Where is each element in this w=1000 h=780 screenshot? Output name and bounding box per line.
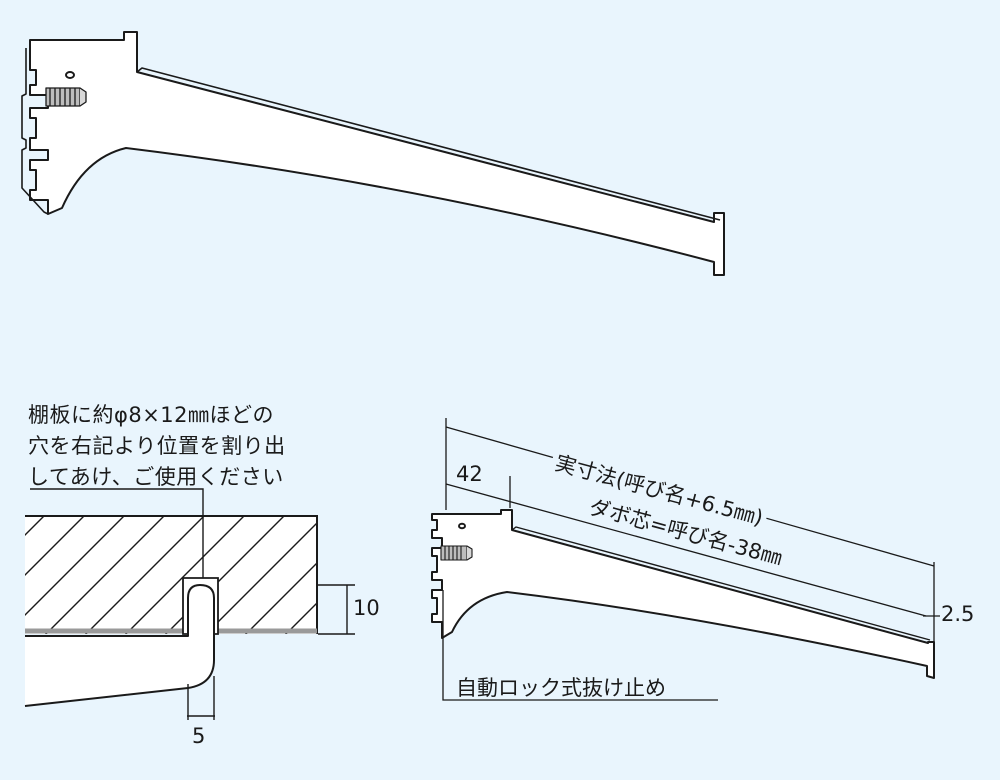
shelf-section: [25, 515, 318, 635]
bracket-large: [21, 31, 725, 276]
bracket-section: [24, 584, 215, 720]
hole-note-line1: 棚板に約φ8×12㎜ほどの: [28, 403, 275, 427]
dim-hook-width-label: 5: [192, 724, 206, 748]
dim-offset-label: 42: [456, 462, 483, 486]
lock-mechanism-large: [45, 87, 87, 107]
lock-mechanism-small: [440, 545, 473, 561]
dim-lines: [442, 418, 940, 701]
hole-note-line2: 穴を右記より位置を割り出: [28, 434, 286, 458]
dim-shelf-thickness-label: 10: [353, 596, 380, 620]
bracket-hole: [65, 71, 75, 79]
bracket-small: [431, 509, 935, 679]
lock-callout-label: 自動ロック式抜け止め: [456, 676, 666, 700]
hole-leader: [30, 488, 204, 578]
hole-note-line3: してあけ、ご使用ください: [28, 465, 284, 489]
dim-10: [318, 584, 355, 635]
dim-tip-height-label: 2.5: [941, 602, 975, 626]
